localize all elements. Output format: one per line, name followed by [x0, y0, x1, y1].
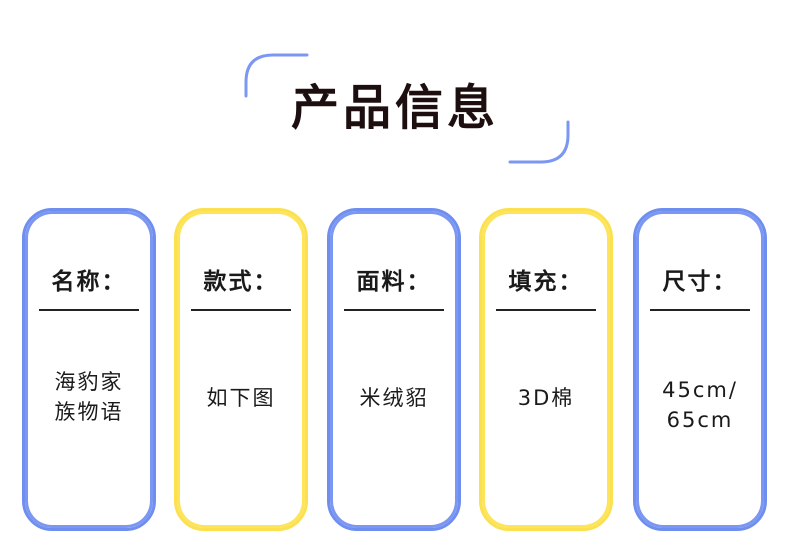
card-label: 名称：	[51, 269, 127, 295]
card-value: 如下图	[206, 386, 276, 410]
card-label: 面料：	[356, 269, 432, 295]
info-card-filling: 填充： 3D棉	[479, 208, 613, 531]
card-label: 填充：	[508, 269, 584, 295]
card-divider	[39, 309, 139, 311]
info-card-style: 款式： 如下图	[174, 208, 308, 531]
card-value: 米绒貂	[359, 386, 429, 410]
card-divider	[344, 309, 444, 311]
card-value: 3D棉	[517, 386, 575, 410]
card-divider	[191, 309, 291, 311]
card-value: 45cm/ 65cm	[662, 378, 738, 432]
info-card-fabric: 面料： 米绒貂	[327, 208, 461, 531]
title-bracket-top-left	[244, 53, 309, 98]
info-card-name: 名称： 海豹家 族物语	[22, 208, 156, 531]
card-label: 款式：	[203, 269, 279, 295]
page-title: 产品信息	[290, 80, 499, 136]
title-bracket-bottom-right	[508, 120, 570, 164]
title-bracket-frame	[244, 53, 570, 164]
card-label: 尺寸：	[662, 269, 738, 295]
card-divider	[650, 309, 750, 311]
card-divider	[496, 309, 596, 311]
info-card-size: 尺寸： 45cm/ 65cm	[633, 208, 767, 531]
card-value: 海豹家 族物语	[54, 370, 124, 424]
